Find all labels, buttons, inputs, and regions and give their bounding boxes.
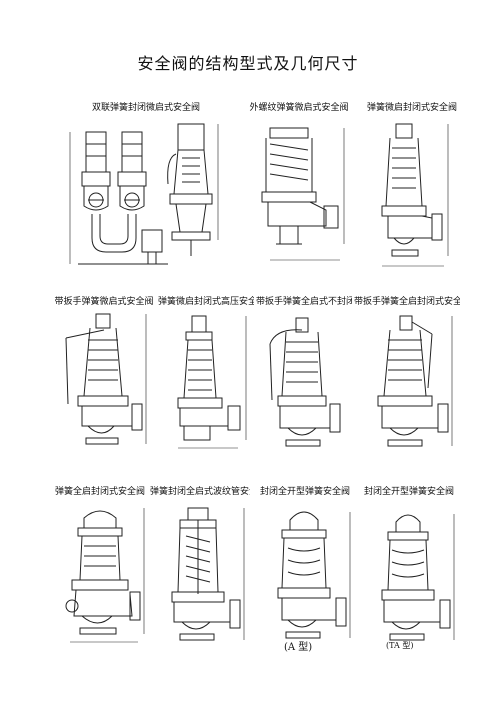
figure-full-lift-valve: 弹簧全启封闭式安全阀 (50, 484, 150, 648)
figure-high-pressure-valve: 弹簧微启封闭式高压安全阀 (158, 294, 254, 454)
figure-caption: 封闭全开型弹簧安全阀 (363, 487, 454, 497)
figure-open-lever-valve: 带扳手弹簧全启式不封闭安全阀 (256, 294, 352, 454)
figure-caption: 外螺纹弹簧微启式安全阀 (249, 103, 349, 113)
figure-caption: 带扳手弹簧全启式不封闭安全阀 (256, 297, 352, 307)
figure-lever-valve: 带扳手弹簧微启式安全阀 (52, 294, 156, 454)
page-title: 安全阀的结构型式及几何尺寸 (137, 54, 359, 73)
figure-caption: 弹簧微启封闭式高压安全阀 (158, 297, 254, 307)
lever-valve-drawing (52, 308, 156, 454)
figure-bellows-valve: 弹簧封闭全启式波纹管安全阀 (150, 484, 250, 648)
figure-caption: 封闭全开型弹簧安全阀 (259, 487, 350, 497)
figure-subcaption: (A 型) (284, 642, 313, 653)
full-open-valve-a-drawing (254, 498, 356, 648)
figure-full-open-valve-a: 封闭全开型弹簧安全阀 (A 型) (254, 484, 356, 684)
figure-twin-valve: 双联弹簧封闭微启式安全阀 (58, 100, 234, 272)
figure-subcaption: (TA 型) (386, 641, 414, 650)
high-pressure-valve-drawing (158, 308, 254, 454)
figure-caption: 弹簧封闭全启式波纹管安全阀 (150, 487, 250, 497)
figure-caption: 双联弹簧封闭微启式安全阀 (91, 103, 200, 113)
twin-valve-drawing (58, 114, 234, 272)
flanged-valve-drawing (362, 114, 462, 272)
figure-closed-lever-valve: 带扳手弹簧全启封闭式安全阀 (354, 294, 460, 454)
full-lift-valve-drawing (50, 498, 150, 648)
open-lever-valve-drawing (256, 308, 352, 454)
figure-caption: 带扳手弹簧微启式安全阀 (54, 297, 154, 307)
threaded-valve-drawing (240, 114, 358, 272)
full-open-valve-ta-drawing (358, 498, 460, 648)
figure-caption: 弹簧微启封闭式安全阀 (366, 103, 457, 113)
figure-caption: 带扳手弹簧全启封闭式安全阀 (354, 297, 460, 307)
bellows-valve-drawing (150, 498, 250, 648)
closed-lever-valve-drawing (354, 308, 460, 454)
figure-threaded-valve: 外螺纹弹簧微启式安全阀 (240, 100, 358, 272)
figure-full-open-valve-ta: 封闭全开型弹簧安全阀 (TA 型) (358, 484, 460, 684)
figure-flanged-valve: 弹簧微启封闭式安全阀 (362, 100, 462, 272)
figure-caption: 弹簧全启封闭式安全阀 (54, 487, 145, 497)
